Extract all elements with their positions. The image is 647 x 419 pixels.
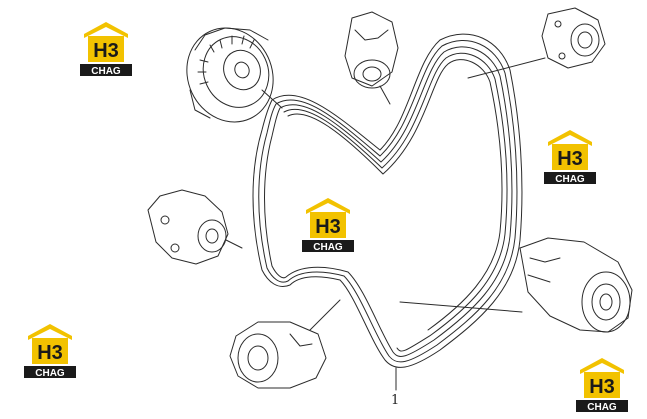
watermark-caption: CHAG bbox=[587, 402, 617, 413]
watermark-mark: H3 bbox=[93, 40, 119, 62]
water-pump bbox=[147, 189, 243, 265]
watermark-logo: H3 CHAG bbox=[544, 130, 596, 185]
watermark-logo: H3 CHAG bbox=[576, 358, 628, 413]
upper-tensioner bbox=[344, 11, 399, 105]
lower-tensioner bbox=[229, 299, 341, 389]
watermark-caption: CHAG bbox=[91, 66, 121, 77]
watermark-logo: H3 CHAG bbox=[24, 324, 76, 379]
crankshaft-pulley bbox=[399, 237, 633, 333]
watermark-logo: H3 CHAG bbox=[302, 198, 354, 253]
watermark-mark: H3 bbox=[557, 148, 583, 170]
serpentine-belt bbox=[252, 33, 523, 368]
callout-label-belt: 1 bbox=[391, 393, 400, 408]
watermark-caption: CHAG bbox=[555, 174, 585, 185]
watermark-mark: H3 bbox=[315, 216, 341, 238]
watermark-mark: H3 bbox=[589, 376, 615, 398]
idler-bracket bbox=[467, 7, 606, 79]
watermark-caption: CHAG bbox=[35, 368, 65, 379]
watermark-mark: H3 bbox=[37, 342, 63, 364]
watermark-caption: CHAG bbox=[313, 242, 343, 253]
watermark-logo: H3 CHAG bbox=[80, 22, 132, 77]
alternator bbox=[186, 27, 283, 123]
